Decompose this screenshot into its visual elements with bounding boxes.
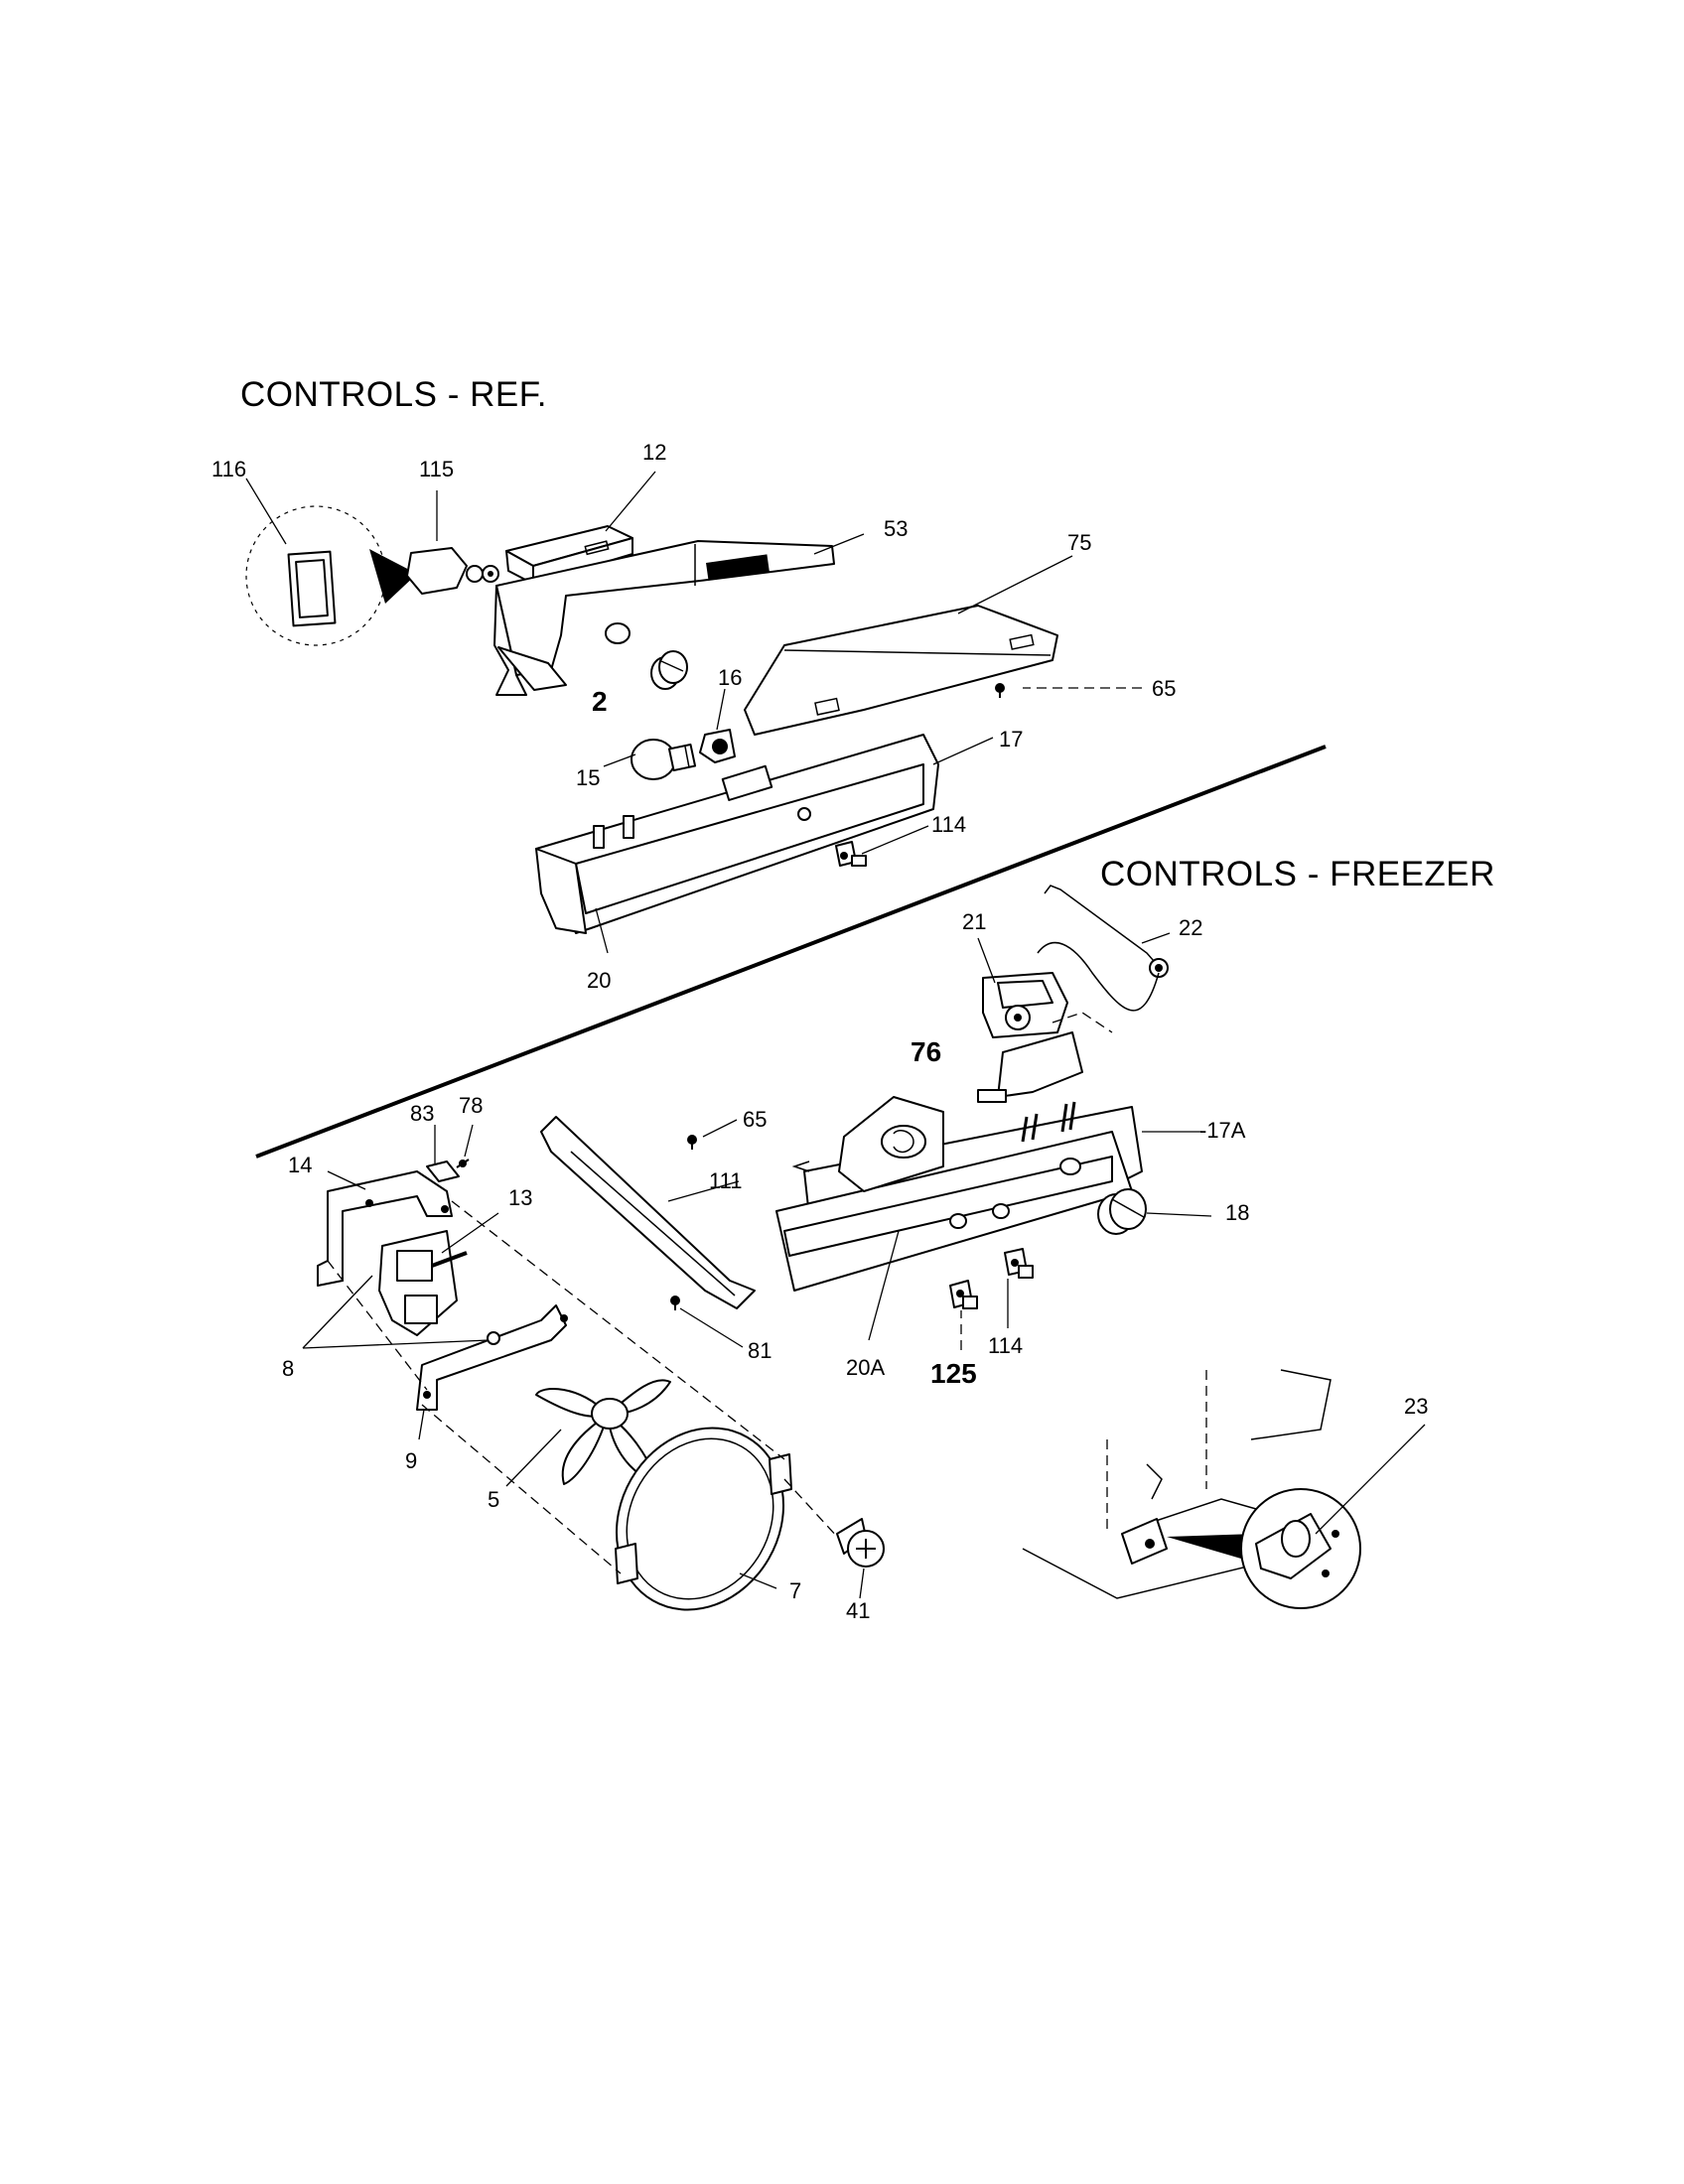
screw-41 [836,1518,885,1568]
callout-15: 15 [576,765,601,790]
knob-2 [650,650,688,690]
callout-20: 20 [587,968,612,993]
leader-lines [245,471,1426,1599]
lamp-housing-17 [535,734,939,934]
callout-114-freezer: 114 [988,1333,1024,1358]
motor-bracket-14 [317,1170,453,1287]
freezer-housing-17A [775,1012,1143,1292]
callout-13: 13 [508,1185,533,1210]
bracket-111 [540,1116,756,1309]
callout-22: 22 [1179,915,1203,940]
light-bulb-15 [631,739,697,780]
callout-76: 76 [911,1036,942,1067]
ref-section-title: CONTROLS - REF. [240,375,547,414]
callout-53: 53 [884,516,909,541]
fan-shroud-7 [615,1427,792,1611]
callout-75: 75 [1067,530,1092,555]
switch-115 [406,547,499,595]
callout-17: 17 [999,727,1024,751]
callout-12: 12 [642,440,667,465]
freezer-section-title: CONTROLS - FREEZER [1100,855,1495,893]
callout-125: 125 [930,1358,977,1389]
callout-8: 8 [282,1356,295,1381]
callout-7: 7 [789,1578,802,1603]
callout-115: 115 [419,457,455,481]
gasket-detail-116 [245,505,417,646]
callout-2: 2 [592,686,608,717]
screw-81 [670,1296,680,1310]
screw-78 [456,1159,470,1168]
callout-21: 21 [962,909,987,934]
control-housing-53 [493,540,835,696]
callout-20A: 20A [846,1355,886,1380]
callout-9: 9 [405,1448,418,1473]
callout-83: 83 [410,1101,435,1126]
screw-65-ref [995,683,1005,698]
callout-16: 16 [718,665,743,690]
knob-114-freezer [1004,1248,1034,1279]
thermostat-21 [982,972,1068,1038]
sensor-tube-22 [1037,885,1169,1012]
callout-116: 116 [211,457,247,481]
callout-78: 78 [459,1093,484,1118]
knob-114-ref [835,841,867,867]
lamp-socket-16 [699,729,736,763]
callout-17A: -17A [1199,1118,1246,1143]
knob-125 [949,1280,978,1309]
clip-83 [426,1160,460,1182]
callout-111: 111 [709,1168,743,1193]
section-divider [255,745,1327,1159]
fan-motor-13 [378,1230,468,1336]
cover-plate-75 [744,605,1058,736]
knob-18 [1097,1188,1147,1235]
callout-14: 14 [288,1153,313,1177]
callout-41: 41 [846,1598,871,1623]
callout-65-freezer: 65 [743,1107,768,1132]
damper-detail-23 [1022,1369,1361,1609]
callout-5: 5 [488,1487,500,1512]
callout-65-ref: 65 [1152,676,1177,701]
screw-65-freezer [687,1135,697,1150]
callout-114-ref: 114 [931,812,967,837]
callout-23: 23 [1404,1394,1429,1419]
callout-81: 81 [748,1338,772,1363]
callout-18: 18 [1225,1200,1250,1225]
